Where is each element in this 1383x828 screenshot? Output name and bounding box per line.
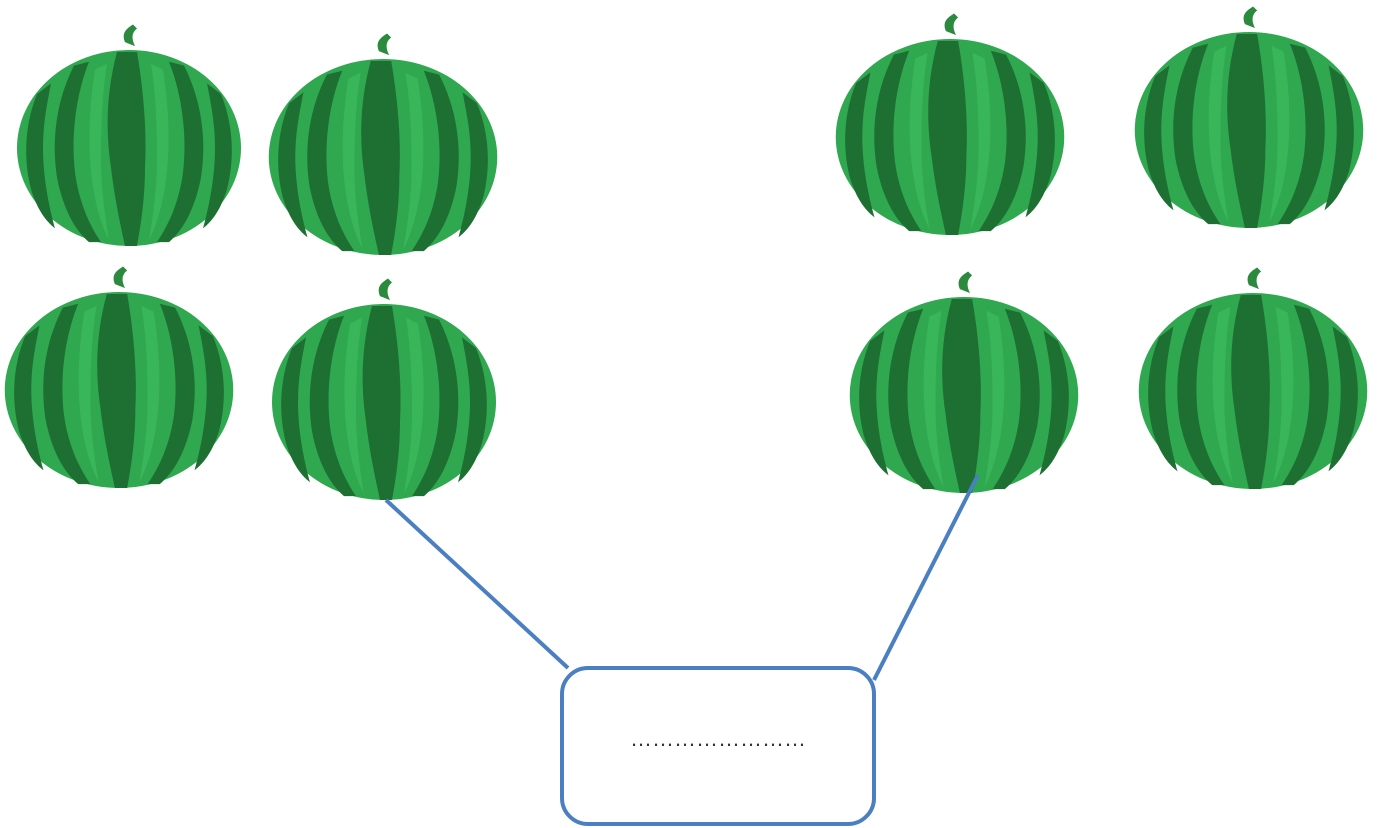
answer-blank[interactable]: …………………… xyxy=(630,726,806,751)
watermelon-icon xyxy=(4,266,234,488)
watermelon-icon xyxy=(268,33,498,256)
right-connector-line xyxy=(872,474,980,681)
watermelon-icon xyxy=(1134,6,1364,228)
watermelon-icon xyxy=(849,271,1079,493)
watermelon-icon xyxy=(17,24,241,247)
answer-box[interactable] xyxy=(560,666,876,826)
left-connector-line xyxy=(384,498,570,670)
watermelon-icon xyxy=(272,278,496,500)
watermelon-icon xyxy=(835,13,1065,235)
watermelon-icon xyxy=(1138,267,1368,489)
watermelons-layer xyxy=(4,6,1368,500)
